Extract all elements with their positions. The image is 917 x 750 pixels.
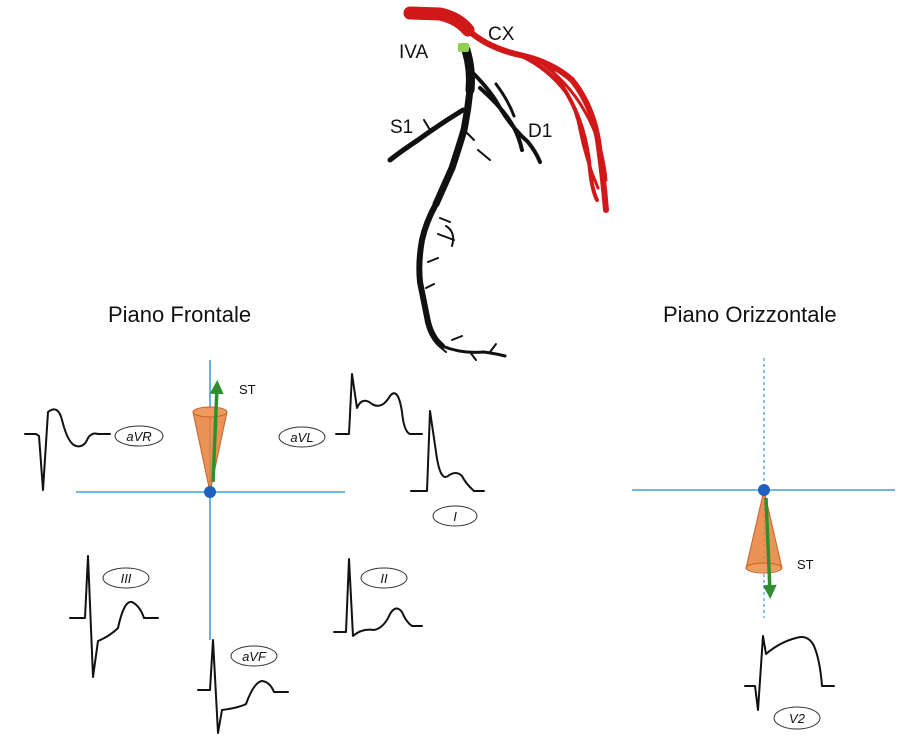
coronary-tree: CX IVA S1 D1 (387, 6, 609, 361)
lead-label-avf: aVF (242, 649, 267, 664)
ecg-trace-avl (335, 373, 423, 435)
cx-branch (403, 6, 609, 213)
iva-label: IVA (399, 42, 429, 63)
lead-iii: III (69, 555, 159, 678)
lead-i: I (410, 410, 485, 527)
lead-label-i: I (453, 509, 457, 524)
horizontal-plane-title: Piano Orizzontale (663, 302, 837, 327)
lead-avf: aVF (197, 639, 289, 734)
frontal-plane: Piano Frontale ST aVR aVL I (24, 302, 485, 734)
lead-label-oval-avf (230, 645, 278, 667)
lead-label-oval-ii (360, 567, 408, 589)
iva-branch (387, 45, 542, 361)
lead-label-ii: II (380, 571, 388, 586)
frontal-st-vector (209, 380, 224, 483)
ecg-trace-ii (333, 558, 423, 637)
ecg-trace-avr (24, 408, 111, 491)
ecg-trace-v2 (744, 635, 835, 711)
horizontal-cone-rim (745, 562, 783, 574)
cx-label: CX (488, 24, 515, 45)
lead-label-oval-i (432, 505, 478, 527)
horizontal-st-cone (745, 489, 783, 572)
frontal-origin-dot (204, 486, 216, 498)
lead-label-oval-avl (278, 426, 326, 448)
lead-ii: II (333, 558, 423, 637)
horizontal-st-label: ST (797, 557, 814, 572)
lead-label-oval-v2 (773, 706, 821, 730)
lead-label-oval-avr (114, 425, 164, 447)
horizontal-plane: Piano Orizzontale ST V2 (632, 302, 895, 730)
lead-v2: V2 (744, 635, 835, 730)
frontal-st-cone (192, 407, 228, 493)
lead-label-oval-iii (102, 567, 150, 589)
horizontal-origin-dot (758, 484, 770, 496)
lead-label-v2: V2 (789, 711, 806, 726)
ecg-trace-i (410, 410, 485, 492)
lead-label-iii: III (121, 571, 132, 586)
lead-avl: aVL (278, 373, 423, 448)
frontal-st-label: ST (239, 382, 256, 397)
frontal-plane-title: Piano Frontale (108, 302, 251, 327)
s1-label: S1 (390, 117, 413, 138)
horizontal-st-vector (762, 497, 777, 599)
lead-avr: aVR (24, 408, 164, 491)
frontal-cone-rim (192, 406, 228, 418)
lead-label-avl: aVL (290, 430, 313, 445)
d1-label: D1 (528, 121, 552, 142)
ecg-trace-avf (197, 639, 289, 734)
occlusion-marker (458, 43, 469, 52)
lead-label-avr: aVR (126, 429, 151, 444)
ecg-trace-iii (69, 555, 159, 678)
